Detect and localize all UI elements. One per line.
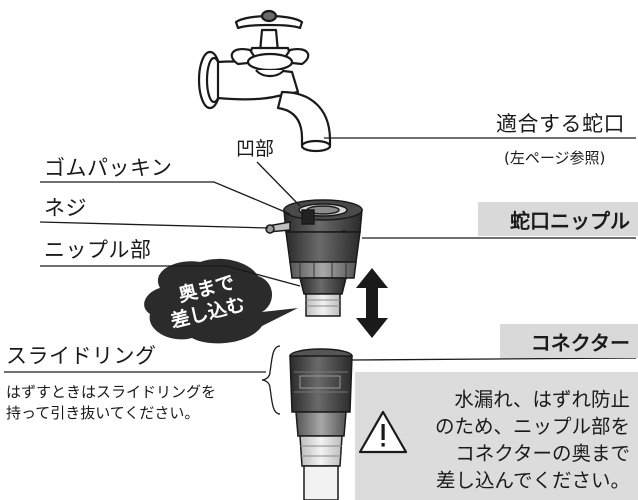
faucet-nipple-tag: 蛇口ニップル bbox=[478, 202, 638, 236]
connector-illustration bbox=[289, 348, 353, 500]
insert-arrow-icon bbox=[356, 268, 388, 338]
warning-line2: のため、ニップル部を bbox=[434, 415, 630, 438]
faucet-nipple-illustration bbox=[265, 199, 363, 317]
warning-note bbox=[355, 372, 638, 500]
rubber-packing-label: ゴムパッキン bbox=[44, 156, 173, 180]
faucet-note: (左ページ参照) bbox=[504, 149, 606, 167]
connector-tag: コネクター bbox=[500, 324, 638, 358]
screw-label: ネジ bbox=[44, 196, 87, 220]
warning-text: 水漏れ、はずれ防止 のため、ニップル部を コネクターの奥まで 差し込んでください… bbox=[425, 386, 630, 494]
faucet-illustration bbox=[197, 9, 332, 153]
faucet-label: 適合する蛇口 bbox=[496, 112, 625, 136]
slide-ring-note-line1: はずすときはスライドリングを bbox=[6, 383, 217, 401]
slide-ring-label: スライドリング bbox=[6, 344, 157, 368]
recess-label: 凹部 bbox=[236, 138, 275, 160]
slide-ring-brace bbox=[261, 345, 281, 415]
push-in-bubble bbox=[144, 258, 298, 344]
warning-line1: 水漏れ、はずれ防止 bbox=[454, 388, 630, 411]
leader-lines bbox=[39, 137, 637, 361]
warning-line3: コネクターの奥まで bbox=[455, 442, 630, 465]
nipple-part-label: ニップル部 bbox=[44, 238, 152, 262]
warning-line4: 差し込んでください。 bbox=[435, 469, 630, 492]
slide-ring-note-line2: 持って引き抜いてください。 bbox=[6, 404, 200, 422]
